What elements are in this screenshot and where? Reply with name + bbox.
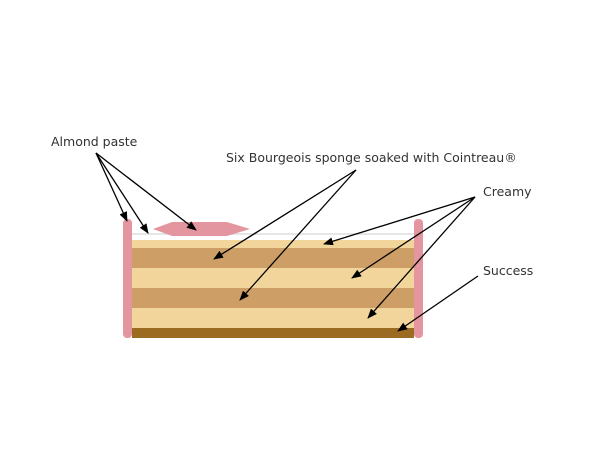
arrow-sponge-2 (239, 169, 357, 301)
arrow-sponge-1 (213, 169, 357, 260)
arrow-creamy-2 (351, 196, 476, 279)
layer-cream-2 (132, 268, 414, 288)
arrow-almond-1 (95, 152, 128, 222)
arrow-creamy-3 (367, 196, 476, 319)
label-almond-paste: Almond paste (51, 134, 138, 149)
almond-side-left (123, 219, 132, 338)
arrow-success (397, 275, 479, 332)
arrow-creamy-1 (323, 196, 476, 246)
layer-cream-1 (132, 240, 414, 248)
almond-side-right (414, 219, 423, 338)
label-sponge: Six Bourgeois sponge soaked with Cointre… (226, 150, 517, 165)
layer-sponge-2 (132, 288, 414, 308)
layer-sponge-1 (132, 248, 414, 268)
layer-success (132, 328, 414, 338)
layer-cream-3 (132, 308, 414, 328)
arrow-almond-3 (95, 152, 197, 231)
almond-decoration (153, 222, 250, 236)
arrow-almond-2 (95, 152, 149, 234)
label-creamy: Creamy (483, 184, 532, 199)
label-success: Success (483, 263, 534, 278)
